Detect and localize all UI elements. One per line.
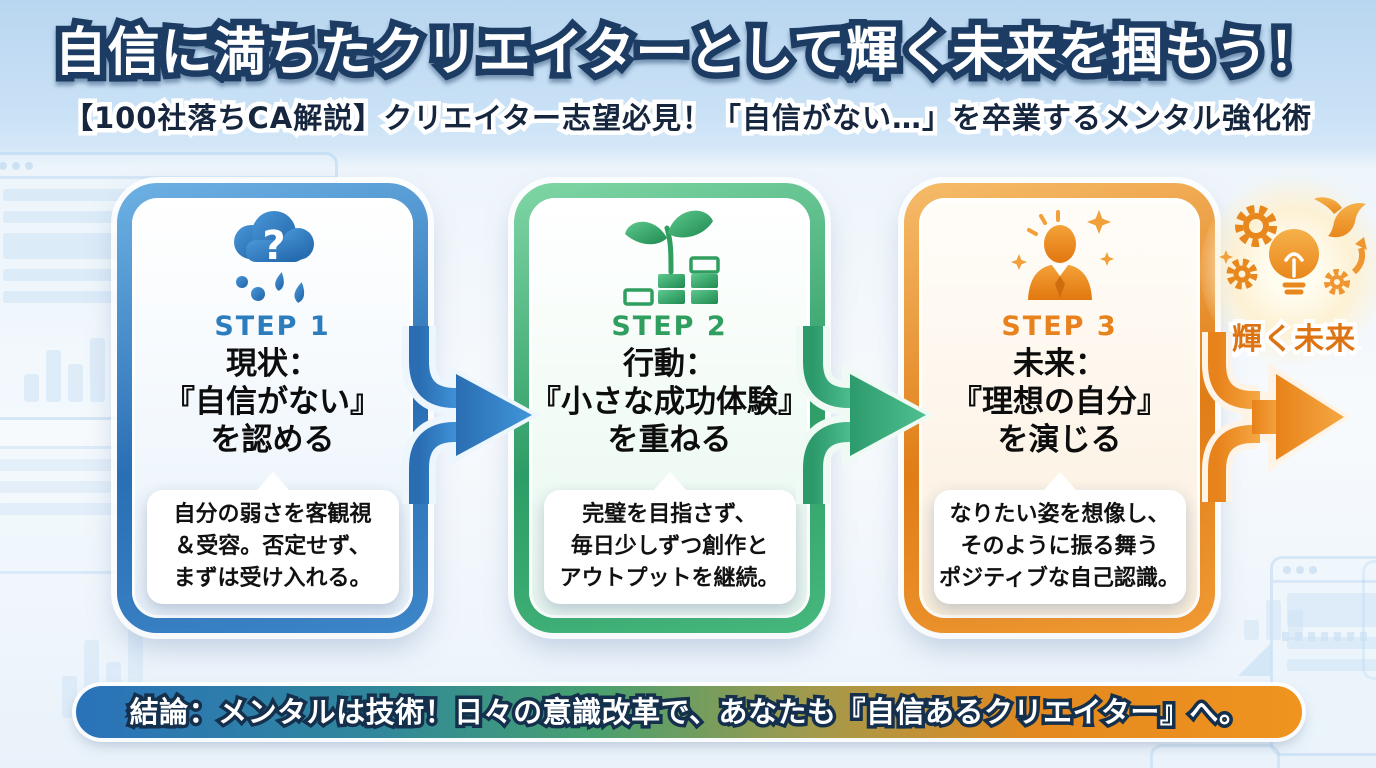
arrow-step2-to-step3-icon bbox=[796, 326, 934, 504]
rain-cloud-question-icon: ? bbox=[233, 211, 314, 303]
step1-card-body: ? STEP 1 現状： 『自信がない』 を認める 自分の弱さを客観視 ＆受容。… bbox=[132, 198, 413, 618]
bubble-tail bbox=[255, 472, 290, 491]
shining-future-block: 輝く未来 輝く未来 bbox=[1214, 196, 1374, 361]
sprout-growth-icon bbox=[622, 210, 720, 306]
step1-title: 現状： 『自信がない』 を認める bbox=[164, 346, 381, 458]
future-label: 輝く未来 輝く未来 bbox=[1228, 318, 1359, 361]
bubble-tail bbox=[652, 472, 687, 491]
page-title-text: 自信に満ちたクリエイターとして輝く未来を掴もう！ bbox=[54, 23, 1322, 83]
bg-decoration-window bbox=[1362, 560, 1376, 680]
lightbulb-icon bbox=[1269, 229, 1319, 295]
page-title: 自信に満ちたクリエイターとして輝く未来を掴もう！ 自信に満ちたクリエイターとして… bbox=[0, 17, 1376, 90]
bg-decoration-dots bbox=[1282, 632, 1372, 641]
bg-decoration-triangle bbox=[1238, 642, 1272, 676]
gear-icon bbox=[1235, 205, 1277, 247]
gear-icon bbox=[1324, 269, 1350, 295]
future-icons bbox=[1219, 197, 1367, 295]
bg-window-header bbox=[0, 155, 335, 179]
step3-description-bubble: なりたい姿を想像し、 そのように振る舞う ポジティブな自己認識。 bbox=[933, 472, 1186, 604]
sparkle-icon bbox=[1219, 250, 1233, 264]
step3-card-body: STEP 3 未来： 『理想の自分』 を演じる なりたい姿を想像し、 そのように… bbox=[919, 198, 1200, 618]
step3-title: 未来： 『理想の自分』 を演じる bbox=[951, 346, 1168, 458]
arrow-step1-to-step2-icon bbox=[402, 326, 540, 504]
page-subtitle-outline: 【100社落ちCA解説】クリエイター志望必見！「自信がない…」を卒業するメンタル… bbox=[59, 97, 1315, 140]
page-title-outline: 自信に満ちたクリエイターとして輝く未来を掴もう！ bbox=[48, 17, 1327, 90]
bg-decoration-bars bbox=[1244, 590, 1303, 640]
confident-person-icon bbox=[1010, 210, 1114, 300]
step2-card: STEP 2 行動： 『小さな成功体験』 を重ねる 完璧を目指さず、 毎日少しず… bbox=[514, 183, 825, 633]
step3-card: STEP 3 未来： 『理想の自分』 を演じる なりたい姿を想像し、 そのように… bbox=[904, 183, 1215, 633]
step2-description-bubble: 完璧を目指さず、 毎日少しずつ創作と アウトプットを継続。 bbox=[543, 472, 796, 604]
dove-icon bbox=[1314, 197, 1366, 238]
conclusion-text: 結論：メンタルは技術！日々の意識改革で、あなたも『自信あるクリエイター』へ。 結… bbox=[126, 692, 1251, 733]
step1-card: ? STEP 1 現状： 『自信がない』 を認める 自分の弱さを客観視 ＆受容。… bbox=[117, 183, 428, 633]
page-subtitle: 【100社落ちCA解説】クリエイター志望必見！「自信がない…」を卒業するメンタル… bbox=[0, 97, 1376, 140]
step2-card-body: STEP 2 行動： 『小さな成功体験』 を重ねる 完璧を目指さず、 毎日少しず… bbox=[529, 198, 810, 618]
svg-text:?: ? bbox=[262, 223, 285, 269]
step3-label: STEP 3 bbox=[1001, 311, 1118, 342]
bg-window-header bbox=[1273, 559, 1376, 583]
bubble-tail bbox=[1042, 472, 1077, 491]
step1-description-bubble: 自分の弱さを客観視 ＆受容。否定せず、 まずは受け入れる。 bbox=[146, 472, 399, 604]
gear-icon bbox=[1226, 258, 1258, 290]
bg-decoration-bars bbox=[24, 336, 105, 402]
bg-decoration-window bbox=[1150, 744, 1280, 768]
arrow-step3-to-future-icon bbox=[1202, 332, 1350, 502]
step1-label: STEP 1 bbox=[214, 311, 331, 342]
page-subtitle-text: 【100社落ちCA解説】クリエイター志望必見！「自信がない…」を卒業するメンタル… bbox=[63, 101, 1313, 135]
conclusion-banner: 結論：メンタルは技術！日々の意識改革で、あなたも『自信あるクリエイター』へ。 結… bbox=[76, 686, 1302, 738]
step2-label: STEP 2 bbox=[611, 311, 728, 342]
step2-title: 行動： 『小さな成功体験』 を重ねる bbox=[530, 346, 809, 458]
rising-arrow-icon bbox=[1351, 237, 1367, 275]
